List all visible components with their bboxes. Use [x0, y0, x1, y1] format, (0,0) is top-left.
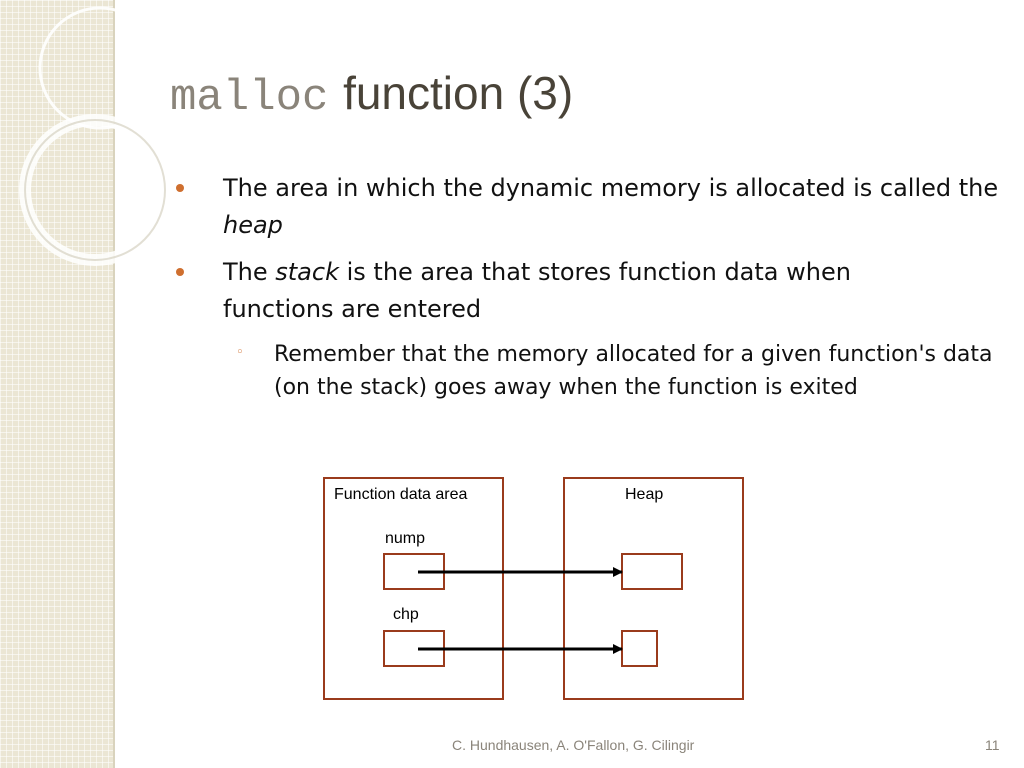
nump-cell	[383, 553, 445, 590]
footer-authors: C. Hundhausen, A. O'Fallon, G. Cilingir	[452, 737, 695, 753]
sub-bullet-ring-icon: ◦	[236, 345, 244, 360]
decorative-circles	[19, 6, 171, 266]
bullet-1-text: The area in which the dynamic memory is …	[223, 174, 999, 202]
bullet-2-em: stack	[275, 258, 339, 286]
bullet-2-text-post: is the area that stores function data wh…	[223, 258, 851, 323]
function-data-area-box	[323, 477, 504, 700]
heap-block-2	[621, 630, 658, 667]
title-code: malloc	[170, 73, 329, 123]
sub-bullet: Remember that the memory allocated for a…	[274, 342, 993, 400]
sidebar-edge	[113, 0, 115, 768]
heap-block-1	[621, 553, 683, 590]
function-data-area-label: Function data area	[334, 486, 468, 503]
bullet-dot	[176, 184, 184, 192]
bullet-1: The area in which the dynamic memory is …	[223, 170, 1003, 244]
bullet-2-text-pre: The	[223, 258, 276, 286]
title-text: function (3)	[343, 67, 574, 119]
bullet-1-em: heap	[223, 211, 283, 239]
chp-cell	[383, 630, 445, 667]
nump-label: nump	[385, 530, 426, 547]
chp-label: chp	[393, 606, 419, 623]
bullet-2: The stack is the area that stores functi…	[223, 254, 923, 328]
heap-box	[563, 477, 744, 700]
bullet-dot	[176, 268, 184, 276]
footer-page-number: 11	[985, 737, 1000, 753]
slide-title: malloc function (3)	[170, 66, 573, 123]
heap-label: Heap	[625, 486, 664, 503]
